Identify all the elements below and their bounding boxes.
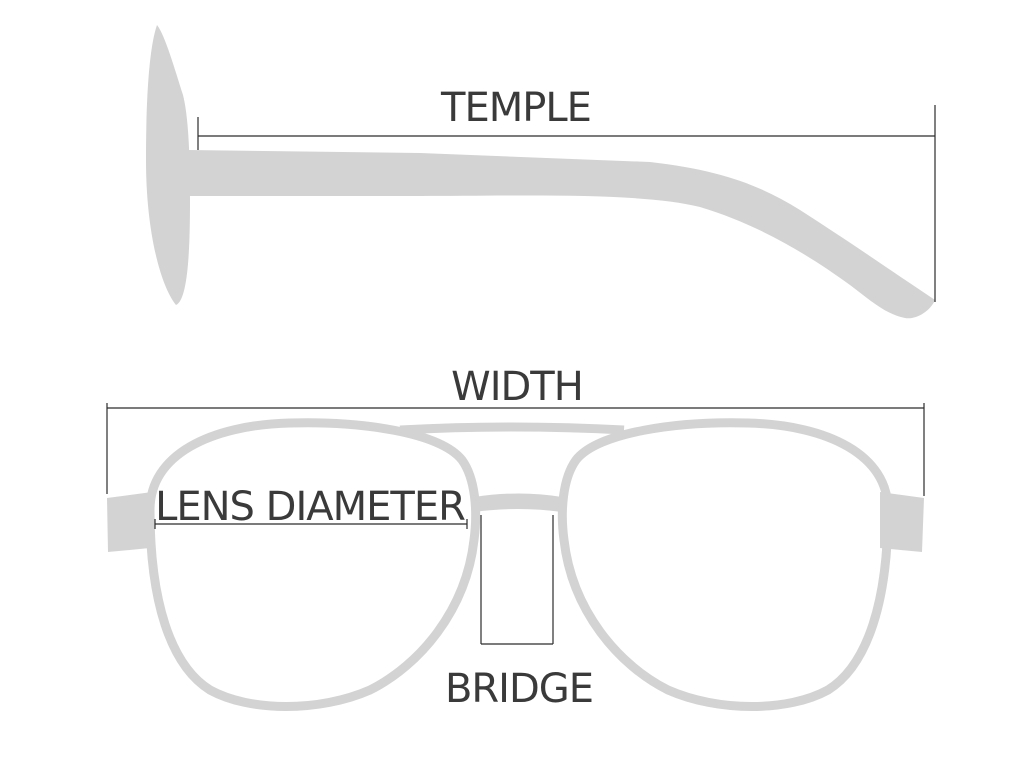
temple-arm — [188, 150, 935, 319]
width-label: WIDTH — [451, 364, 583, 410]
bridge-label: BRIDGE — [445, 666, 593, 712]
right-lens-rim — [557, 418, 893, 711]
side-view: TEMPLE — [146, 25, 936, 319]
left-end-piece — [107, 492, 152, 552]
lens-diameter-label: LENS DIAMETER — [155, 484, 465, 530]
frame-front-edge — [146, 25, 190, 305]
temple-label: TEMPLE — [440, 85, 591, 131]
top-bar — [399, 422, 625, 435]
left-lens-rim — [145, 418, 481, 711]
nose-bridge — [474, 493, 562, 512]
front-view: WIDTH LENS DIAMETER BRIDGE — [106, 364, 925, 712]
